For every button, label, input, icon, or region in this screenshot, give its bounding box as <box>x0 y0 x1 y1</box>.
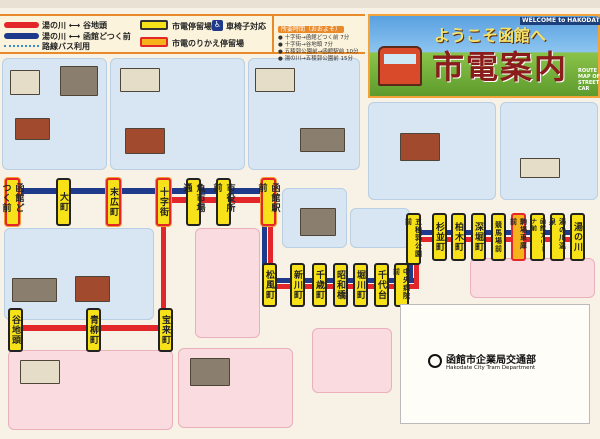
from: 十字街 <box>284 35 302 41</box>
banner-title: 市電案内 <box>432 48 569 86</box>
wheelchair-label: 車椅子対応 <box>226 22 266 31</box>
landmark-panel <box>312 328 392 393</box>
banner-welcome: WELCOME to HAKODATE <box>520 17 600 25</box>
station-chuo-byoin-mae[interactable]: 中央病院前 <box>393 263 411 307</box>
station-yunokawa[interactable]: 湯の川 <box>570 213 585 261</box>
station-kashiwagicho[interactable]: 柏木町 <box>451 213 466 261</box>
to: 函館駅前 <box>322 49 345 55</box>
route-5-label: 湯の川 ⟷ 函館どつく前 <box>42 32 131 41</box>
station-shinkawacho[interactable]: 新川町 <box>290 263 305 307</box>
department-logo-icon <box>428 354 442 368</box>
station-komaba-shako-mae[interactable]: 駒場車庫前 <box>510 213 528 261</box>
legend: 湯の川 ⟷ 谷地頭 湯の川 ⟷ 函館どつく前 路線バス利用 市電停留場 市電のり… <box>0 14 365 62</box>
station-yachigashira[interactable]: 谷地頭 <box>8 308 23 352</box>
station-jujigai[interactable]: 十字街 <box>156 178 171 226</box>
title-banner: WELCOME to HAKODATE ようこそ函館へ 市電案内 ROUTE M… <box>368 14 600 98</box>
bus-line-swatch <box>4 45 39 47</box>
building-illustration <box>400 133 440 161</box>
station-hakodate-arena-mae[interactable]: 函館アリーナ前 <box>530 213 546 261</box>
station-shiyakusho-mae[interactable]: 市役所前 <box>212 178 235 226</box>
from: 湯の川 <box>284 56 302 62</box>
tram-illustration <box>378 46 422 86</box>
landmark-panel <box>350 208 410 248</box>
building-illustration <box>75 276 110 302</box>
stop-swatch <box>140 20 168 30</box>
travel-time-row: ● 十字街→函館どつく前 7分 <box>278 35 350 41</box>
time: 15分 <box>340 56 353 62</box>
building-illustration <box>300 128 345 152</box>
station-uoichiba-dori[interactable]: 魚市場通 <box>182 178 205 226</box>
transfer-stop-label: 市電のりかえ停留場 <box>172 39 244 48</box>
route-2-label: 湯の川 ⟷ 谷地頭 <box>42 21 108 30</box>
travel-time-row: ● 五稜郭公園前→函館駅前 10分 <box>278 49 359 55</box>
wheelchair-icon: ♿ <box>212 20 223 31</box>
route-2-line <box>268 197 273 287</box>
building-illustration <box>60 66 98 96</box>
route-2-line <box>161 197 166 327</box>
transfer-stop-swatch <box>140 37 168 47</box>
travel-times-title: 所要時間（おおよそ） <box>278 26 345 33</box>
time: 7分 <box>340 35 350 41</box>
from: 五稜郭公園前 <box>284 49 318 55</box>
station-keibajo-mae[interactable]: 競馬場前 <box>491 213 506 261</box>
station-horaicho[interactable]: 宝来町 <box>158 308 173 352</box>
time: 7分 <box>323 42 333 48</box>
station-suehirocho[interactable]: 末広町 <box>106 178 121 226</box>
building-illustration <box>190 358 230 386</box>
landmark-panel <box>500 102 598 200</box>
station-omachi[interactable]: 大町 <box>56 178 71 226</box>
landmark-panel <box>195 228 260 338</box>
route-5-line <box>10 188 272 194</box>
building-illustration <box>15 118 50 140</box>
from: 十字街 <box>284 42 302 48</box>
route-2-swatch <box>4 22 39 28</box>
station-fukaboricho[interactable]: 深堀町 <box>471 213 486 261</box>
building-illustration <box>20 360 60 384</box>
landmark-panel <box>470 258 595 298</box>
building-illustration <box>520 158 560 178</box>
building-illustration <box>255 68 295 92</box>
station-hakodate-eki-mae[interactable]: 函館駅前 <box>257 178 280 226</box>
station-hakodate-dock-mae[interactable]: 函館どつく前 <box>1 178 24 226</box>
department-name-en: Hakodate City Tram Department <box>446 365 536 371</box>
building-illustration <box>10 70 40 95</box>
banner-subtitle: ようこそ函館へ <box>434 26 547 45</box>
landmark-panel <box>4 228 154 320</box>
travel-times: 所要時間（おおよそ） ● 十字街→函館どつく前 7分 ● 十字街→谷地頭 7分 … <box>272 16 362 62</box>
department-name: 函館市企業局交通部 <box>446 355 536 366</box>
station-suginamicho[interactable]: 杉並町 <box>432 213 447 261</box>
travel-time-row: ● 十字街→谷地頭 7分 <box>278 42 333 48</box>
to: 五稜郭公園前 <box>305 56 339 62</box>
banner-route: ROUTE MAP OF STREET CAR <box>578 68 600 92</box>
footer-area <box>400 304 590 424</box>
bus-label: 路線バス利用 <box>42 42 90 51</box>
building-illustration <box>125 128 165 154</box>
route-5-line <box>262 188 267 283</box>
station-matsukazecho[interactable]: 松風町 <box>262 263 277 307</box>
station-horikawacho[interactable]: 堀川町 <box>353 263 368 307</box>
landmark-panel <box>8 350 173 430</box>
station-goryokaku-koen-mae[interactable]: 五稜郭公園前 <box>405 213 423 265</box>
route-5-swatch <box>4 33 39 39</box>
building-illustration <box>300 208 336 236</box>
building-illustration <box>120 68 160 92</box>
station-yunokawa-onsen[interactable]: 湯の川温泉 <box>549 213 567 261</box>
stop-label: 市電停留場 <box>172 22 212 31</box>
route-map-poster: 湯の川 ⟷ 谷地頭 湯の川 ⟷ 函館どつく前 路線バス利用 市電停留場 市電のり… <box>0 8 600 439</box>
landmark-panel <box>282 188 347 248</box>
to: 谷地頭 <box>305 42 323 48</box>
building-illustration <box>12 278 57 302</box>
travel-time-row: ● 湯の川→五稜郭公園前 15分 <box>278 56 353 62</box>
station-chitosecho[interactable]: 千歳町 <box>312 263 327 307</box>
station-showabashi[interactable]: 昭和橋 <box>333 263 348 307</box>
station-aoyagicho[interactable]: 青柳町 <box>86 308 101 352</box>
time: 10分 <box>345 49 359 55</box>
station-chiyogadai[interactable]: 千代台 <box>374 263 389 307</box>
to: 函館どつく前 <box>305 35 339 41</box>
